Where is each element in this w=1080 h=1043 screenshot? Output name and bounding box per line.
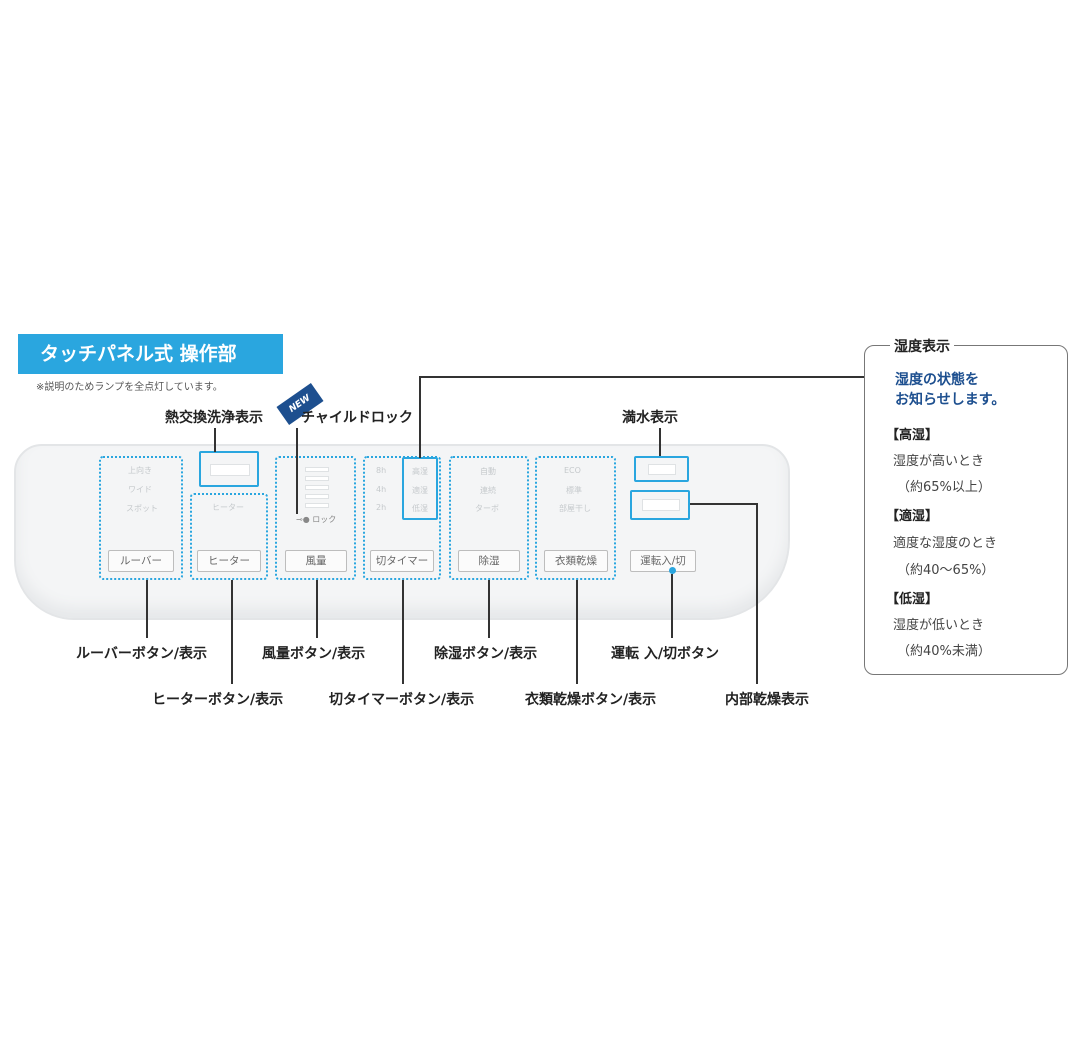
lamp-note: ※説明のためランプを全点灯しています。 bbox=[36, 382, 223, 393]
humidity-box-lead: 湿度の状態を お知らせします。 bbox=[895, 372, 1006, 408]
humidity-level-desc: 適度な湿度のとき bbox=[893, 536, 998, 551]
callout-line bbox=[231, 580, 233, 684]
humidity-info-box bbox=[864, 345, 1068, 675]
fan-button[interactable]: 風量 bbox=[285, 550, 347, 572]
callout-line bbox=[576, 580, 578, 684]
full-water-callout: 満水表示 bbox=[622, 410, 678, 426]
heater-lamp: ヒーター bbox=[212, 503, 244, 512]
heat-exchanger-indicator-frame bbox=[199, 451, 259, 487]
humidity-lamp-low: 低湿 bbox=[412, 504, 428, 513]
fan-callout: 風量ボタン/表示 bbox=[262, 646, 366, 662]
fan-group bbox=[275, 456, 356, 580]
timer-lamp-8h: 8h bbox=[376, 466, 387, 475]
dehumidify-lamp-turbo: ターボ bbox=[475, 504, 499, 513]
heat-exchanger-lamp bbox=[210, 464, 250, 476]
fan-level-bar bbox=[305, 485, 329, 490]
humidity-level-head: 【高湿】 bbox=[886, 428, 939, 443]
callout-line bbox=[214, 428, 216, 452]
humidity-level-head: 【低湿】 bbox=[886, 592, 939, 607]
dehumidify-lamp-auto: 自動 bbox=[480, 467, 496, 476]
humidity-lamp-high: 高湿 bbox=[412, 467, 428, 476]
fan-level-bar bbox=[305, 503, 329, 508]
louver-button[interactable]: ルーバー bbox=[108, 550, 174, 572]
power-callout: 運転 入/切ボタン bbox=[611, 646, 719, 662]
callout-line bbox=[690, 503, 757, 505]
clothes-lamp-eco: ECO bbox=[564, 466, 581, 475]
clothes-lamp-standard: 標準 bbox=[566, 486, 582, 495]
callout-line bbox=[419, 376, 865, 378]
heater-callout: ヒーターボタン/表示 bbox=[152, 692, 284, 708]
dehumidify-group bbox=[449, 456, 529, 580]
humidity-level-range: （約65%以上） bbox=[897, 480, 991, 495]
humidity-box-title: 湿度表示 bbox=[890, 336, 954, 356]
callout-line bbox=[671, 574, 673, 638]
timer-lamp-2h: 2h bbox=[376, 503, 387, 512]
fan-level-bar bbox=[305, 467, 329, 472]
clothes-dry-callout: 衣類乾燥ボタン/表示 bbox=[525, 692, 657, 708]
louver-lamp-up: 上向き bbox=[128, 466, 152, 475]
humidity-lamp-mid: 適湿 bbox=[412, 486, 428, 495]
power-button[interactable]: 運転入/切 bbox=[630, 550, 696, 572]
humidity-level-desc: 湿度が低いとき bbox=[893, 618, 985, 633]
humidity-level-range: （約40%未満） bbox=[897, 644, 991, 659]
section-title-banner: タッチパネル式 操作部 bbox=[18, 334, 283, 374]
fan-level-bar bbox=[305, 494, 329, 499]
heater-button[interactable]: ヒーター bbox=[197, 550, 261, 572]
clothes-dry-group bbox=[535, 456, 616, 580]
dehumidify-button[interactable]: 除湿 bbox=[458, 550, 520, 572]
louver-lamp-wide: ワイド bbox=[128, 485, 152, 494]
humidity-level-range: （約40～65%） bbox=[897, 563, 995, 578]
humidity-indicator-frame bbox=[402, 457, 438, 520]
humidity-level-desc: 湿度が高いとき bbox=[893, 454, 985, 469]
humidity-level-head: 【適湿】 bbox=[886, 509, 939, 524]
callout-line bbox=[146, 580, 148, 638]
louver-lamp-spot: スポット bbox=[126, 504, 158, 513]
child-lock-icon: ⊸● ロック bbox=[296, 515, 337, 524]
fan-level-bar bbox=[305, 476, 329, 481]
dehumidify-callout: 除湿ボタン/表示 bbox=[434, 646, 538, 662]
internal-dry-lamp bbox=[642, 499, 680, 511]
full-water-indicator-frame bbox=[634, 456, 689, 482]
callout-line bbox=[756, 503, 758, 684]
internal-dry-indicator-frame bbox=[630, 490, 690, 520]
timer-lamp-4h: 4h bbox=[376, 485, 387, 494]
callout-line bbox=[296, 428, 298, 514]
timer-button[interactable]: 切タイマー bbox=[370, 550, 434, 572]
clothes-lamp-indoor: 部屋干し bbox=[559, 504, 591, 513]
heat-exchanger-callout: 熱交換洗浄表示 bbox=[165, 410, 263, 426]
louver-group bbox=[99, 456, 183, 580]
clothes-dry-button[interactable]: 衣類乾燥 bbox=[544, 550, 608, 572]
timer-callout: 切タイマーボタン/表示 bbox=[329, 692, 475, 708]
internal-dry-callout: 内部乾燥表示 bbox=[725, 692, 809, 708]
louver-callout: ルーバーボタン/表示 bbox=[76, 646, 207, 662]
callout-line bbox=[419, 376, 421, 458]
callout-line bbox=[488, 580, 490, 638]
callout-line bbox=[402, 580, 404, 684]
callout-line bbox=[659, 428, 661, 456]
child-lock-callout: チャイルドロック bbox=[301, 410, 413, 426]
power-indicator-dot bbox=[669, 567, 676, 574]
dehumidify-lamp-continuous: 連続 bbox=[480, 486, 496, 495]
full-water-lamp bbox=[648, 464, 676, 475]
child-lock-lamp-label: ロック bbox=[312, 515, 337, 524]
callout-line bbox=[316, 580, 318, 638]
heater-group bbox=[190, 493, 268, 580]
